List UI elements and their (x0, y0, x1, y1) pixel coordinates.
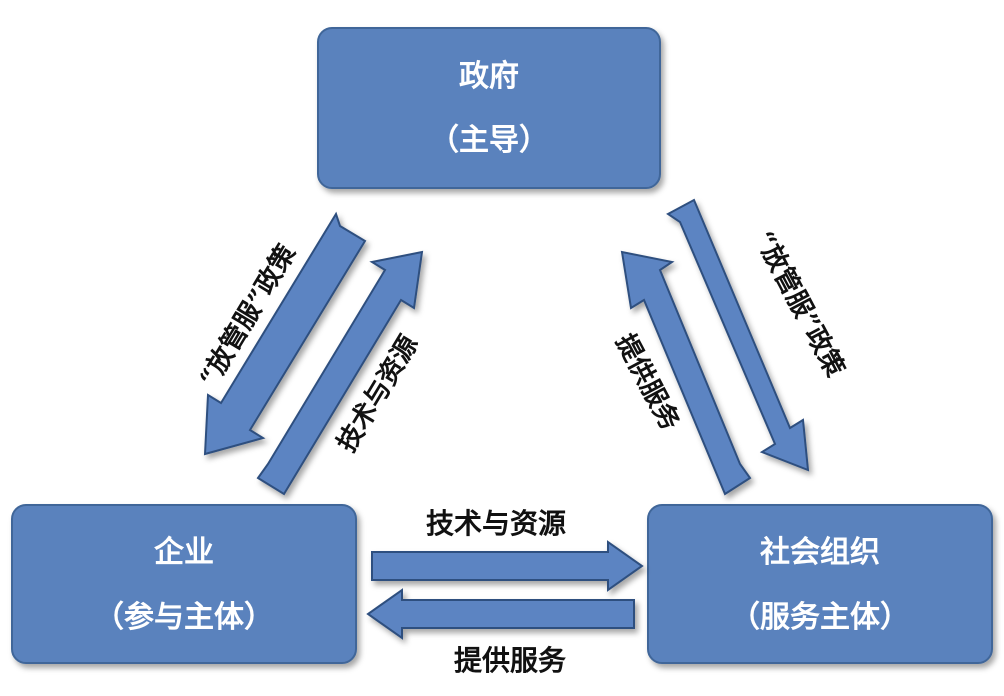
arrow-gov-to-enterprise: “放管服”政策 (193, 211, 367, 456)
node-enterprise: 企业 （参与主体） (11, 504, 357, 664)
arrow-social-to-enterprise: 提供服务 (366, 588, 635, 677)
node-government: 政府 （主导） (317, 27, 661, 189)
node-government-box (317, 27, 661, 189)
node-social-org-box (647, 504, 993, 664)
arrow-gov-to-social-label: “放管服”政策 (748, 226, 850, 382)
node-enterprise-subtitle: （参与主体） (94, 600, 274, 635)
arrow-enterprise-to-social-label: 技术与资源 (426, 507, 566, 540)
node-social-org-subtitle: （服务主体） (730, 600, 910, 635)
arrow-gov-to-social-shape (666, 198, 810, 472)
arrow-enterprise-to-gov-shape (256, 250, 424, 496)
arrow-social-to-gov-shape (620, 250, 752, 496)
node-government-subtitle: （主导） (429, 123, 549, 158)
node-government-title: 政府 (459, 59, 519, 94)
node-enterprise-title: 企业 (154, 535, 214, 570)
node-social-org-title: 社会组织 (760, 535, 880, 570)
node-social-org: 社会组织 （服务主体） (647, 504, 993, 664)
arrow-enterprise-to-social-shape (371, 540, 644, 592)
node-enterprise-box (11, 504, 357, 664)
arrow-gov-to-enterprise-shape (203, 211, 367, 456)
arrow-social-to-enterprise-shape (366, 588, 635, 640)
arrow-social-to-enterprise-label: 提供服务 (454, 644, 566, 677)
arrow-gov-to-social: “放管服”政策 (666, 198, 851, 472)
arrow-enterprise-to-social: 技术与资源 (371, 507, 644, 592)
